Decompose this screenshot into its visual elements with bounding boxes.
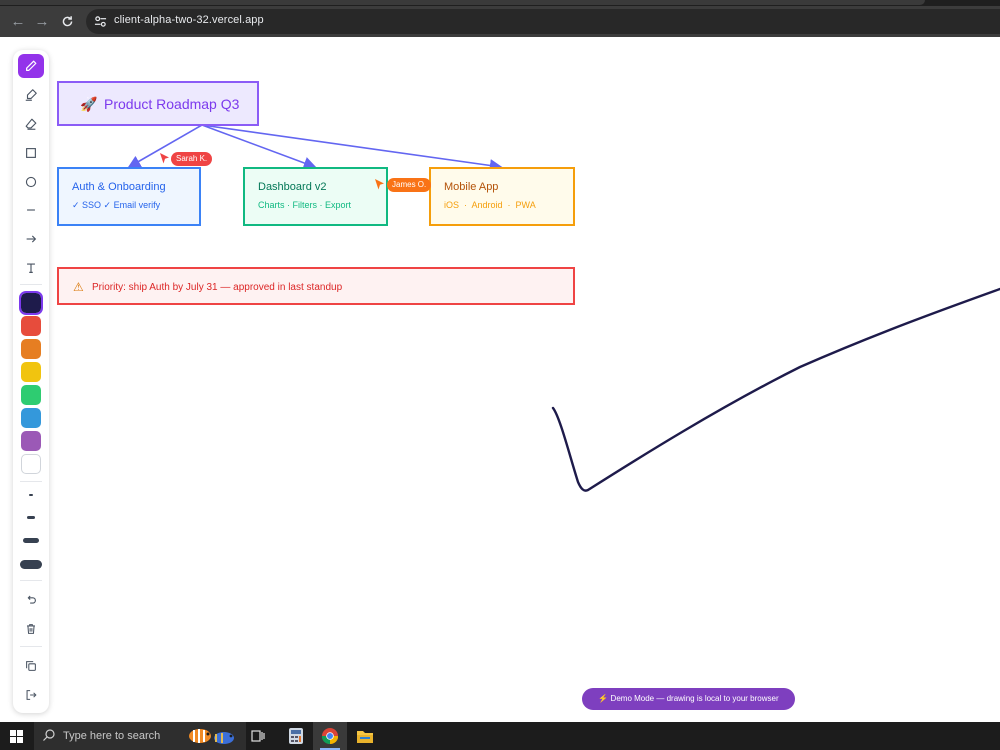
- chrome-app-button[interactable]: [313, 722, 347, 750]
- color-swatch-orange[interactable]: [21, 339, 41, 359]
- text-icon: [27, 263, 35, 273]
- line-icon: [27, 209, 35, 211]
- card-subtitle: iOS · Android · PWA: [444, 200, 536, 210]
- undo-icon: [27, 595, 36, 604]
- card-subtitle: Charts · Filters · Export: [258, 200, 352, 210]
- stroke-width-thin[interactable]: [29, 494, 33, 496]
- back-arrow-icon[interactable]: ←: [10, 13, 26, 30]
- connector-to-auth: [127, 124, 203, 168]
- ellipse-tool[interactable]: [18, 170, 44, 194]
- text-tool[interactable]: [18, 256, 44, 280]
- demo-mode-badge: ⚡ Demo Mode — drawing is local to your b…: [582, 688, 795, 710]
- whiteboard-canvas[interactable]: 🚀 Product Roadmap Q3 Auth & Onboarding ✓…: [0, 37, 1000, 722]
- arrow-right-icon: [26, 235, 37, 243]
- chrome-icon: [321, 728, 339, 745]
- rectangle-icon: [26, 148, 36, 158]
- stroke-width-medium[interactable]: [27, 516, 35, 519]
- color-swatch-white[interactable]: [21, 454, 41, 474]
- eraser-tool[interactable]: [18, 112, 44, 136]
- trash-icon: [27, 624, 35, 634]
- toolbar-divider: [20, 646, 42, 647]
- sarah-cursor-icon: [160, 153, 169, 164]
- task-view-icon: [251, 730, 265, 742]
- color-swatch-navy[interactable]: [19, 291, 43, 315]
- search-highlight-fish-icon[interactable]: [186, 726, 242, 746]
- mobile-app-card[interactable]: Mobile App iOS · Android · PWA: [429, 167, 575, 226]
- color-swatch-red[interactable]: [21, 316, 41, 336]
- forward-arrow-icon[interactable]: →: [34, 13, 50, 30]
- connector-to-dashboard: [201, 124, 317, 170]
- freehand-checkmark-stroke: [551, 287, 1000, 492]
- copy-button[interactable]: [18, 654, 44, 678]
- windows-start-icon[interactable]: [10, 730, 23, 743]
- highlighter-icon: [25, 89, 37, 101]
- card-subtitle: ✓ SSO ✓ Email verify: [72, 200, 161, 210]
- roadmap-title-text: Product Roadmap Q3: [104, 96, 240, 112]
- auth-onboarding-card[interactable]: Auth & Onboarding ✓ SSO ✓ Email verify: [57, 167, 201, 226]
- color-swatch-purple[interactable]: [21, 431, 41, 451]
- site-settings-icon[interactable]: [94, 15, 107, 28]
- color-swatch-yellow[interactable]: [21, 362, 41, 382]
- line-tool[interactable]: [18, 198, 44, 222]
- active-tab[interactable]: [0, 0, 925, 5]
- collaborator-label-james: James O.: [387, 178, 432, 192]
- arrow-tool[interactable]: [18, 227, 44, 251]
- priority-note[interactable]: ⚠ Priority: ship Auth by July 31 — appro…: [57, 267, 575, 305]
- color-swatch-blue[interactable]: [21, 408, 41, 428]
- circle-icon: [25, 176, 37, 188]
- drawing-toolbar: [13, 50, 49, 713]
- highlighter-tool[interactable]: [18, 83, 44, 107]
- james-cursor-icon: [375, 179, 384, 190]
- pencil-icon: [26, 60, 37, 71]
- reload-icon[interactable]: [57, 12, 77, 32]
- toolbar-divider: [20, 284, 42, 285]
- undo-button[interactable]: [18, 588, 44, 612]
- toolbar-divider: [20, 481, 42, 482]
- copy-icon: [26, 661, 36, 671]
- stroke-width-thick[interactable]: [23, 538, 39, 543]
- address-bar[interactable]: client-alpha-two-32.vercel.app: [86, 9, 1000, 34]
- exit-button[interactable]: [18, 683, 44, 707]
- warning-icon: ⚠: [73, 280, 84, 294]
- collaborator-label-sarah: Sarah K.: [171, 152, 213, 166]
- card-title: Dashboard v2: [258, 181, 327, 193]
- search-icon: [43, 729, 55, 741]
- calculator-app-button[interactable]: [279, 722, 313, 750]
- folder-icon: [357, 730, 373, 743]
- color-swatch-green[interactable]: [21, 385, 41, 405]
- eraser-icon: [25, 118, 37, 130]
- roadmap-title-node[interactable]: 🚀 Product Roadmap Q3: [57, 81, 259, 126]
- connector-to-mobile: [201, 124, 503, 172]
- logout-icon: [26, 690, 37, 700]
- card-title: Auth & Onboarding: [72, 181, 166, 193]
- task-view-button[interactable]: [241, 722, 275, 750]
- toolbar-divider: [20, 580, 42, 581]
- rocket-icon: 🚀: [80, 96, 98, 112]
- file-explorer-app-button[interactable]: [348, 722, 382, 750]
- drawing-layer: [71, 124, 1000, 492]
- stroke-width-extra-thick[interactable]: [20, 560, 42, 569]
- calculator-icon: [289, 728, 303, 744]
- search-placeholder: Type here to search: [63, 730, 161, 742]
- browser-toolbar: ← → client-alpha-two-32.vercel.app: [0, 6, 1000, 37]
- browser-tabstrip: [0, 0, 1000, 6]
- pencil-tool[interactable]: [18, 54, 44, 78]
- clear-canvas-button[interactable]: [18, 617, 44, 641]
- windows-taskbar: Type here to search: [0, 722, 1000, 750]
- priority-text: Priority: ship Auth by July 31 — approve…: [92, 282, 343, 293]
- dashboard-v2-card[interactable]: Dashboard v2 Charts · Filters · Export: [243, 167, 388, 226]
- rectangle-tool[interactable]: [18, 141, 44, 165]
- url-text[interactable]: client-alpha-two-32.vercel.app: [114, 14, 264, 26]
- card-title: Mobile App: [444, 181, 499, 193]
